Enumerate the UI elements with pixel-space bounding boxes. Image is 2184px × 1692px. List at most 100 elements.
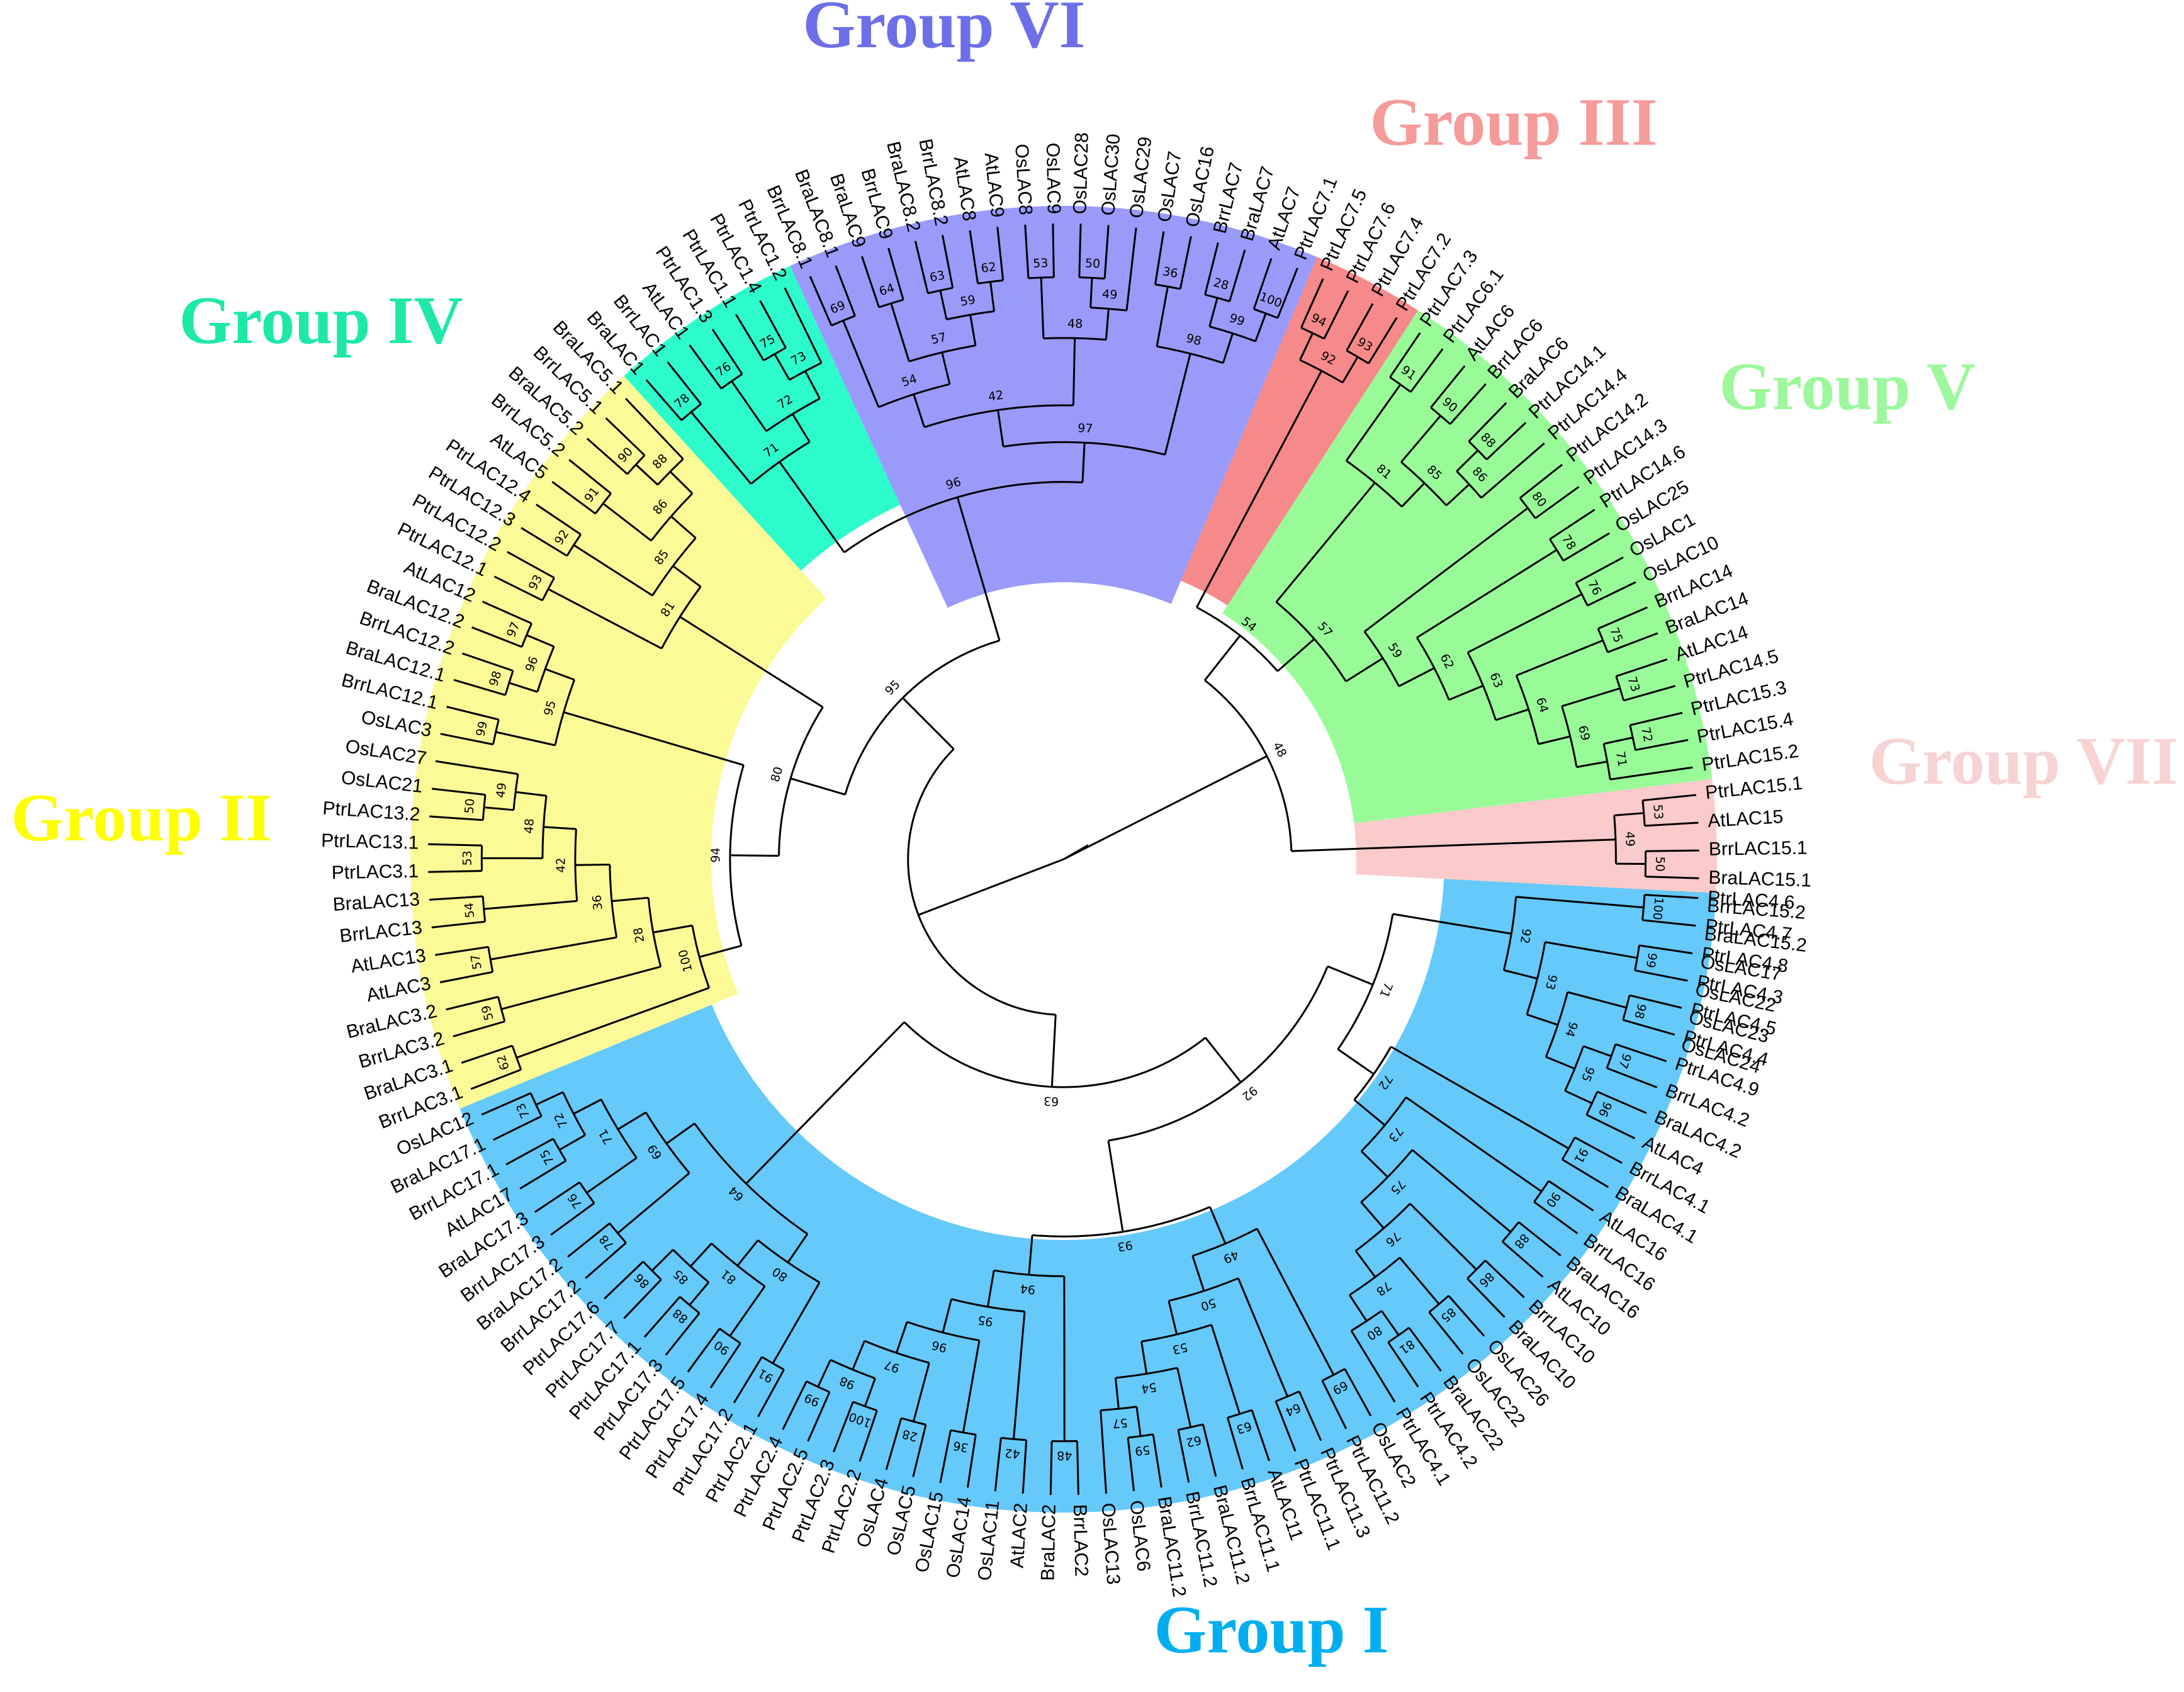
branch [842, 320, 880, 408]
branch-arc [1079, 276, 1105, 280]
branch [1586, 1114, 1636, 1139]
branch [1645, 849, 1699, 852]
bootstrap-value: 92 [1517, 927, 1534, 944]
branch [521, 527, 568, 557]
branch-arc [487, 947, 494, 973]
branch-arc [927, 286, 954, 295]
branch [1152, 1434, 1162, 1488]
branch [1519, 463, 1563, 499]
branch [687, 1328, 721, 1373]
branch [1484, 1260, 1525, 1299]
branch-arc [1466, 651, 1497, 721]
bootstrap-value: 92 [1239, 1083, 1260, 1103]
branch-arc [481, 794, 487, 820]
branch-arc [1575, 582, 1589, 606]
branch-arc [1641, 894, 1646, 920]
leaf-label: AtLAC2 [1007, 1503, 1032, 1569]
branch [699, 944, 742, 958]
branch [602, 502, 652, 542]
branch [1448, 684, 1483, 701]
branch-arc [729, 765, 745, 946]
branch [1400, 415, 1441, 463]
leaf-label: PtrLAC3.1 [331, 860, 419, 883]
branch-arc [1351, 1310, 1382, 1332]
branch [1486, 422, 1527, 461]
branch [623, 1278, 662, 1319]
branch [1516, 896, 1644, 909]
branch [1575, 556, 1624, 584]
branch-arc [1127, 1433, 1154, 1439]
branch [493, 1115, 542, 1141]
branch [1154, 231, 1165, 285]
branch [605, 417, 646, 456]
branch-arc [830, 1359, 875, 1380]
branch [1410, 348, 1444, 393]
branch [1202, 1424, 1217, 1477]
branch-arc [1346, 349, 1370, 364]
branch [1050, 1014, 1057, 1087]
group-label-group-vi: Group VI [802, 0, 1085, 62]
branch [1040, 277, 1045, 339]
bootstrap-value: 42 [1005, 1446, 1021, 1461]
branch [635, 463, 659, 486]
branch [1545, 1056, 1575, 1070]
branch [1545, 941, 1638, 959]
branch [969, 230, 979, 284]
leaf-label: PtrLAC13.2 [322, 798, 421, 825]
bootstrap-value: 99 [473, 720, 490, 738]
group-label-group-v: Group V [1719, 349, 1975, 424]
branch [586, 1157, 638, 1194]
branch [1430, 365, 1466, 409]
branch [446, 706, 499, 721]
branch-arc [562, 1091, 587, 1136]
branch [481, 601, 532, 624]
bootstrap-value: 48 [1067, 317, 1083, 331]
branch [548, 588, 662, 650]
branch [1411, 1149, 1512, 1233]
branch [470, 1068, 522, 1090]
branch [1364, 507, 1529, 633]
branch [912, 1362, 930, 1422]
branch [643, 1296, 681, 1338]
branch [519, 1159, 566, 1190]
branch [611, 896, 649, 903]
branch [690, 411, 752, 485]
leaf-label: BraLAC2 [1037, 1504, 1059, 1581]
branch [1576, 760, 1607, 769]
branch [1052, 223, 1055, 278]
branch [1642, 919, 1696, 927]
branch [989, 281, 996, 312]
branch [709, 1343, 741, 1389]
branch [1405, 1097, 1543, 1193]
branch [672, 565, 702, 588]
branch [1610, 766, 1693, 781]
branch [1587, 581, 1636, 607]
branch [1205, 1037, 1242, 1083]
branch [440, 733, 493, 746]
bootstrap-value: 42 [554, 857, 568, 872]
branch [550, 1202, 595, 1236]
branch [651, 1249, 674, 1272]
branch [817, 1359, 831, 1387]
branch [1616, 658, 1668, 677]
branch [1179, 236, 1192, 290]
leaf-label: BraLAC11.2 [1154, 1495, 1190, 1598]
branch [483, 900, 577, 910]
branch-arc [719, 1328, 741, 1345]
leaf-label: OsLAC3 [359, 707, 434, 742]
branch [1063, 755, 1268, 860]
branch [996, 227, 1005, 281]
leaf-label: AtLAC9 [981, 152, 1008, 218]
branch [1534, 486, 1580, 519]
branch [784, 287, 823, 364]
branch [1276, 638, 1315, 672]
branch [941, 352, 951, 385]
branch [1256, 1228, 1335, 1375]
branch [1614, 812, 1644, 816]
branch [534, 1182, 580, 1213]
bootstrap-value: 49 [1101, 287, 1118, 302]
branch [1089, 278, 1093, 308]
branch [1229, 249, 1246, 302]
branch [432, 787, 486, 796]
